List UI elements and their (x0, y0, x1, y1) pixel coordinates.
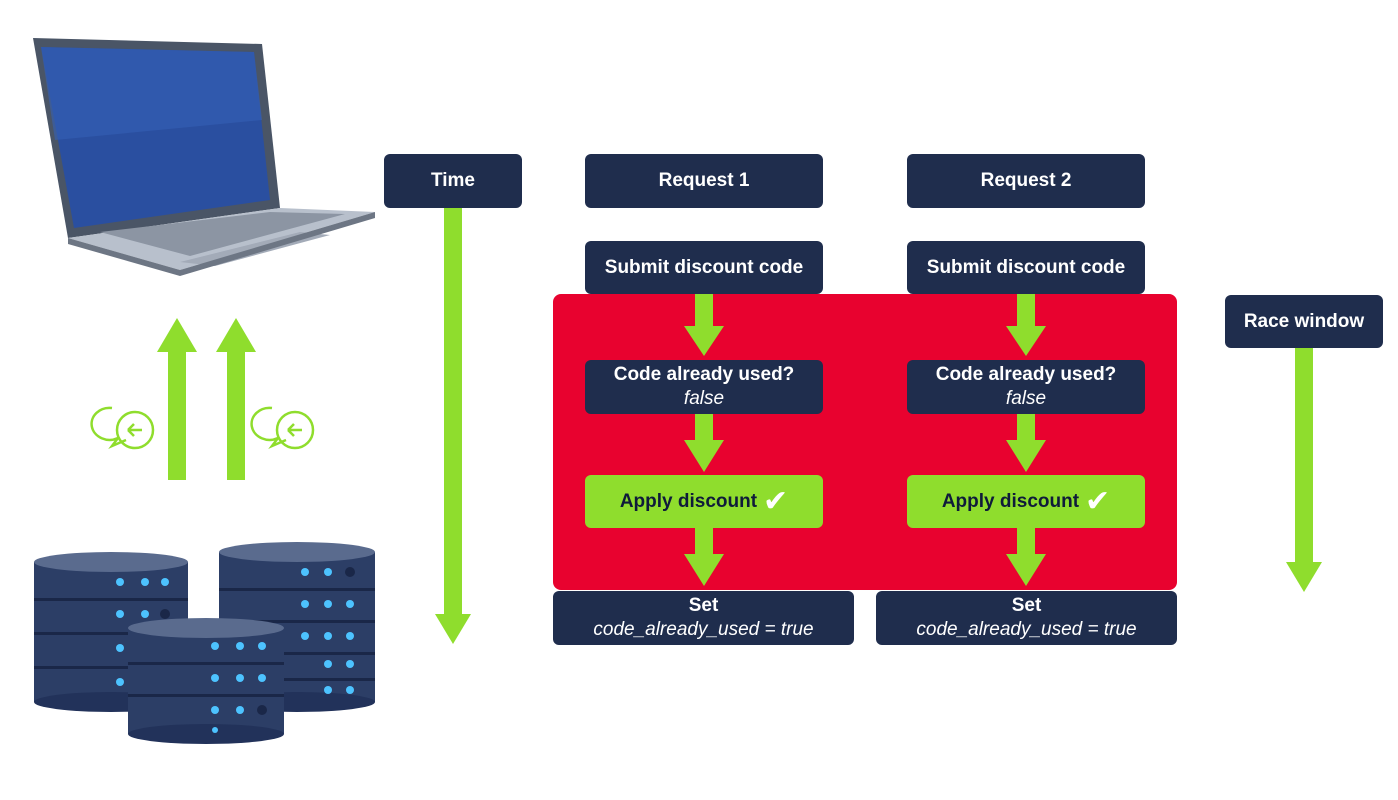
set-step-title: Set (688, 595, 719, 616)
request-header-text: Request 1 (658, 170, 750, 191)
down-arrow-icon (1286, 348, 1322, 592)
set-step-value: code_already_used = true (593, 619, 814, 640)
apply-step-text: Apply discount (941, 490, 1080, 512)
laptop-icon (33, 38, 375, 276)
submit-step-text: Submit discount code (926, 256, 1126, 278)
check-step-text: Code already used? (935, 364, 1117, 385)
check-result-text: false (683, 388, 725, 409)
request-2-apply-step: Apply discount ✔ (907, 475, 1145, 528)
up-arrow-icon (216, 318, 256, 480)
request-1-set-step: Set code_already_used = true (553, 591, 854, 645)
down-arrow-icon (684, 294, 724, 586)
chat-bubble-icon (90, 406, 155, 450)
request-1-header: Request 1 (585, 154, 823, 208)
server-stack-icon (34, 542, 375, 744)
check-icon: ✔ (1085, 484, 1111, 518)
race-window-label-text: Race window (1243, 310, 1365, 332)
race-window-zone (553, 294, 1177, 590)
down-arrow-icon (1006, 294, 1046, 586)
submit-step-text: Submit discount code (604, 256, 804, 278)
request-1-submit-step: Submit discount code (585, 241, 823, 294)
request-2-set-step: Set code_already_used = true (876, 591, 1177, 645)
time-label-text: Time (430, 170, 475, 191)
request-header-text: Request 2 (980, 170, 1072, 191)
request-1-apply-step: Apply discount ✔ (585, 475, 823, 528)
chat-bubble-icon (250, 406, 315, 450)
set-step-title: Set (1011, 595, 1042, 616)
down-arrow-icon (435, 208, 471, 644)
check-icon: ✔ (763, 484, 789, 518)
up-arrow-icon (157, 318, 197, 480)
time-label: Time (384, 154, 522, 208)
race-window-label: Race window (1225, 295, 1383, 348)
check-result-text: false (1005, 388, 1047, 409)
request-2-header: Request 2 (907, 154, 1145, 208)
set-step-value: code_already_used = true (916, 619, 1137, 640)
check-step-text: Code already used? (613, 364, 795, 385)
apply-step-text: Apply discount (619, 490, 758, 512)
request-2-check-step: Code already used? false (907, 360, 1145, 414)
request-2-submit-step: Submit discount code (907, 241, 1145, 294)
request-1-check-step: Code already used? false (585, 360, 823, 414)
